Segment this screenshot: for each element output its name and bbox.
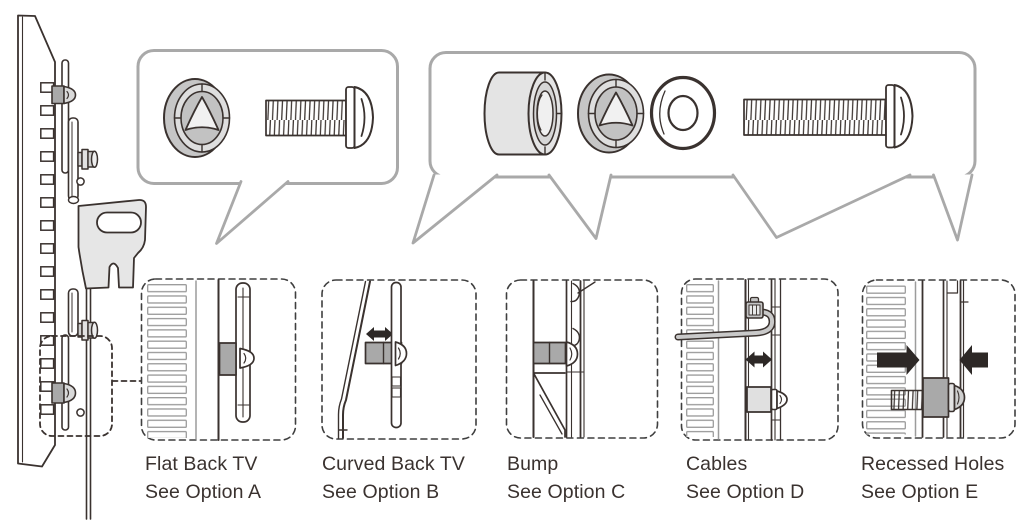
panel-b-name: Curved Back TV: [322, 453, 466, 475]
spacer-block: [218, 342, 237, 376]
panel-b-label: Curved Back TV See Option B: [322, 451, 465, 506]
tv-side-view: [17, 14, 147, 520]
vent-ribs: [685, 283, 715, 437]
lower-adapter-plate: [67, 288, 79, 337]
panel-a-option: See Option A: [145, 480, 262, 503]
panel-cables: [674, 278, 839, 441]
hook-slot: [96, 211, 142, 234]
panel-c-option: See Option C: [507, 480, 626, 503]
screw-head: [394, 341, 408, 367]
callout-dashed-box: [39, 335, 113, 437]
top-spacer-and-screw: [51, 85, 77, 105]
panel-c-label: Bump See Option C: [507, 451, 625, 506]
short-screw-icon: [265, 86, 374, 149]
panel-c-name: Bump: [507, 453, 559, 475]
screw-head: [770, 388, 788, 411]
panel-e-option: See Option E: [861, 480, 979, 503]
panel-a-label: Flat Back TV See Option A: [145, 451, 261, 506]
panel-flat-back-tv: [140, 278, 297, 441]
recessed-bolt: [890, 377, 966, 418]
lower-spacer-and-screw: [51, 382, 77, 404]
upper-bolt-stack: [77, 148, 99, 170]
gap-arrow: [366, 327, 393, 341]
panel-d-label: Cables See Option D: [686, 451, 804, 506]
screw-head: [239, 347, 255, 369]
push-arrow-right: [959, 345, 988, 375]
panel-a-name: Flat Back TV: [145, 453, 258, 475]
bubble-tail-d: [733, 174, 910, 238]
lower-bolt-stack: [77, 319, 99, 341]
cable-plug: [745, 296, 764, 319]
bump-outline: [532, 372, 566, 438]
curved-tv-back: [342, 280, 371, 439]
spacer-block: [746, 386, 772, 413]
panel-bump: [505, 279, 659, 439]
push-arrow-left: [877, 345, 920, 375]
bubble-tail-c: [549, 174, 611, 239]
vesa-holes-strip: [39, 81, 55, 417]
panel-b-option: See Option B: [322, 480, 440, 503]
vent-ribs: [146, 283, 188, 438]
deep-spacer-icon: [483, 71, 563, 156]
panel-recessed-holes: [861, 279, 1016, 439]
hardware-bubble-small: [136, 49, 399, 245]
flat-washer-icon: [649, 75, 717, 151]
panel-d-name: Cables: [686, 453, 748, 475]
panel-e-label: Recessed Holes See Option E: [861, 451, 1004, 506]
gap-arrow: [745, 351, 772, 368]
upper-adapter-plate: [67, 117, 79, 201]
spacer-block: [922, 377, 950, 418]
hardware-bubble-large: [411, 51, 977, 245]
wall-hook-plate: [77, 199, 147, 290]
panel-curved-back-tv: [321, 279, 477, 440]
panel-d-option: See Option D: [686, 480, 805, 503]
long-screw-icon: [743, 84, 914, 149]
top-mount-rail: [61, 59, 70, 174]
panel-e-name: Recessed Holes: [861, 453, 1005, 475]
bracket-top-steps: [946, 280, 969, 303]
cable: [674, 308, 776, 341]
screw-head: [565, 341, 579, 367]
bubble-tail-e: [933, 174, 972, 240]
